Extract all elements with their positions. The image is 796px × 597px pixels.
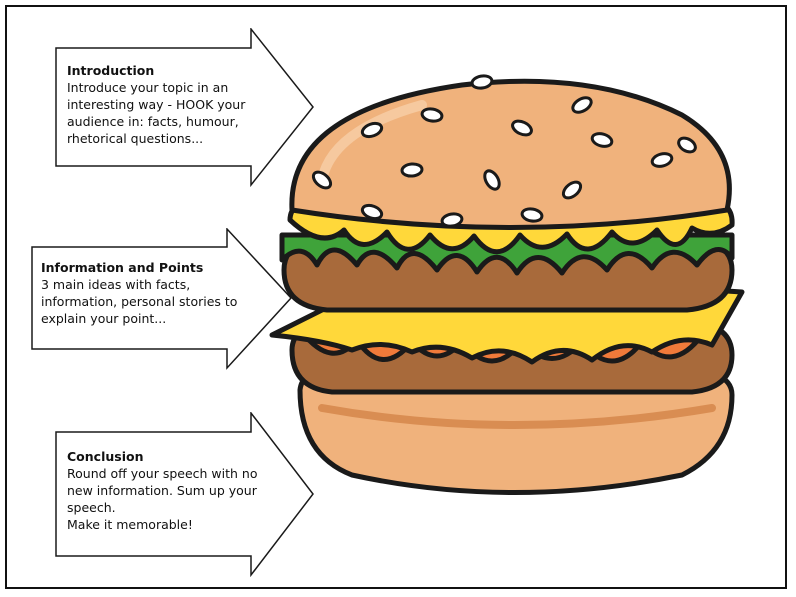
arrow-shape-icon	[55, 412, 314, 577]
arrow-shape-icon	[31, 228, 293, 370]
conclusion-title: Conclusion	[67, 449, 144, 464]
conclusion-text: Round off your speech with no new inform…	[67, 466, 258, 532]
introduction-arrow: Introduction Introduce your topic in an …	[55, 28, 315, 188]
introduction-text: Introduce your topic in an interesting w…	[67, 80, 246, 146]
conclusion-arrow: Conclusion Round off your speech with no…	[55, 412, 315, 577]
introduction-title: Introduction	[67, 63, 155, 78]
burger-icon	[269, 74, 745, 495]
information-text: 3 main ideas with facts, information, pe…	[41, 277, 238, 326]
arrow-shape-icon	[55, 28, 314, 188]
information-title: Information and Points	[41, 260, 204, 275]
information-arrow: Information and Points 3 main ideas with…	[31, 228, 293, 370]
